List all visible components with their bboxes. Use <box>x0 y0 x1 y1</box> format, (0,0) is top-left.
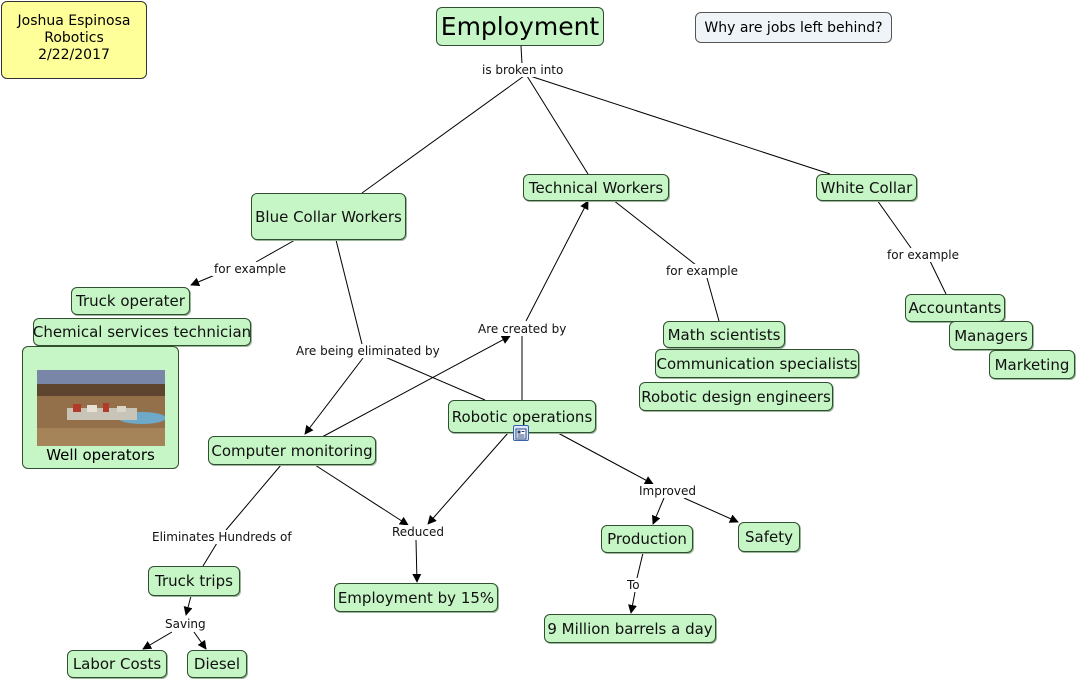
concept-employment-by-15[interactable]: Employment by 15% <box>334 583 498 612</box>
link-are-created-by: Are created by <box>476 322 569 336</box>
link-is-broken-into: is broken into <box>480 63 566 77</box>
author-date: 2/22/2017 <box>38 47 110 63</box>
concept-math-scientists[interactable]: Math scientists <box>663 321 785 348</box>
concept-employment[interactable]: Employment <box>436 7 604 46</box>
link-for-example-blue: for example <box>212 262 288 276</box>
concept-production[interactable]: Production <box>601 525 693 553</box>
concept-robotic-design-engineers[interactable]: Robotic design engineers <box>639 382 833 411</box>
link-eliminates-hundreds-of: Eliminates Hundreds of <box>150 530 294 544</box>
link-to: To <box>625 578 642 592</box>
concept-labor-costs[interactable]: Labor Costs <box>67 650 167 678</box>
concept-marketing[interactable]: Marketing <box>989 350 1075 379</box>
author-course: Robotics <box>44 30 104 46</box>
document-icon[interactable] <box>513 425 529 441</box>
concept-managers[interactable]: Managers <box>949 321 1033 350</box>
concept-communication-specialists[interactable]: Communication specialists <box>655 349 859 378</box>
concept-safety[interactable]: Safety <box>738 522 800 552</box>
author-name: Joshua Espinosa <box>17 13 131 29</box>
well-operators-label: Well operators <box>46 446 155 464</box>
link-reduced: Reduced <box>390 525 447 539</box>
concept-diesel[interactable]: Diesel <box>187 650 247 678</box>
link-improved: Improved <box>637 484 698 498</box>
author-note: Joshua Espinosa Robotics 2/22/2017 <box>1 1 147 79</box>
focus-question[interactable]: Why are jobs left behind? <box>695 12 892 43</box>
concept-blue-collar-workers[interactable]: Blue Collar Workers <box>251 193 406 240</box>
concept-truck-operater[interactable]: Truck operater <box>71 287 190 315</box>
concept-truck-trips[interactable]: Truck trips <box>148 566 240 596</box>
concept-technical-workers[interactable]: Technical Workers <box>523 174 669 201</box>
link-saving: Saving <box>163 617 208 631</box>
concept-accountants[interactable]: Accountants <box>905 294 1005 322</box>
link-for-example-white: for example <box>885 248 961 262</box>
link-are-being-eliminated-by: Are being eliminated by <box>294 344 442 358</box>
concept-white-collar[interactable]: White Collar <box>816 174 917 201</box>
concept-computer-monitoring[interactable]: Computer monitoring <box>208 436 376 465</box>
link-for-example-tech: for example <box>664 264 740 278</box>
concept-chemical-services-technician[interactable]: Chemical services technician <box>33 318 251 346</box>
concept-9-million-barrels[interactable]: 9 Million barrels a day <box>544 614 716 643</box>
concept-well-operators[interactable]: Well operators <box>22 346 179 469</box>
oil-field-photo <box>37 370 165 446</box>
